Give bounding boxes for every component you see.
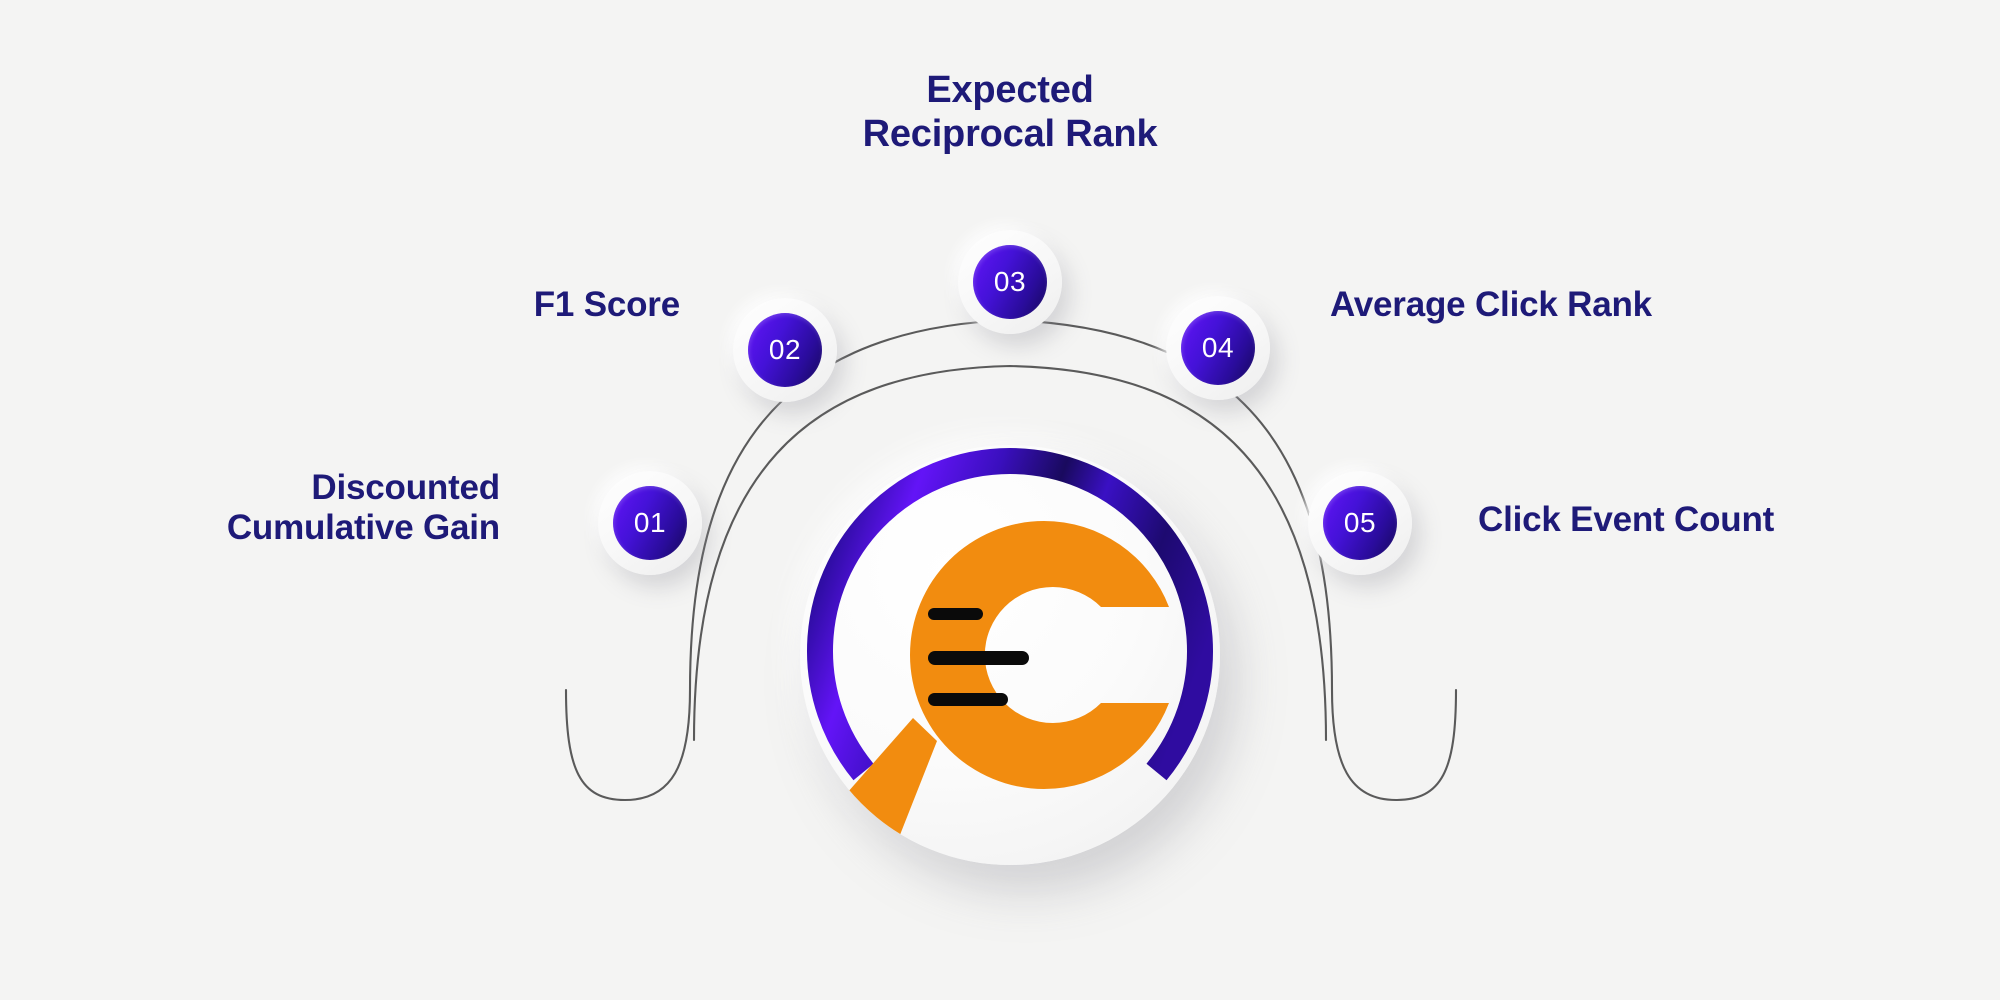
document-text-lines — [928, 608, 1029, 706]
step-label-05: Click Event Count — [1478, 500, 1775, 539]
inner-connector-arc — [692, 364, 1328, 742]
step-badge-01-disc: 01 — [613, 486, 687, 560]
step-badge-03[interactable]: 03 — [958, 230, 1062, 334]
step-badge-01[interactable]: 01 — [598, 471, 702, 575]
step-badge-03-disc: 03 — [973, 245, 1047, 319]
step-badge-05-number: 05 — [1343, 507, 1377, 538]
step-badge-02-number: 02 — [768, 334, 802, 365]
step-badge-04-disc: 04 — [1181, 311, 1255, 385]
step-badge-02[interactable]: 02 — [733, 298, 837, 402]
step-label-04: Average Click Rank — [1330, 285, 1652, 324]
step-label-03: Expected Reciprocal Rank — [862, 69, 1158, 156]
progress-ring-arc — [807, 448, 1213, 781]
step-label-02: F1 Score — [533, 285, 680, 324]
magnifier-glyph — [840, 521, 1169, 845]
center-logo-medallion — [800, 445, 1220, 865]
step-badge-03-number: 03 — [993, 266, 1027, 297]
step-badge-05[interactable]: 05 — [1308, 471, 1412, 575]
search-document-logo-icon — [807, 448, 1213, 845]
step-badge-05-disc: 05 — [1323, 486, 1397, 560]
step-badge-04[interactable]: 04 — [1166, 296, 1270, 400]
step-badge-01-number: 01 — [633, 507, 667, 538]
step-label-01: Discounted Cumulative Gain — [226, 468, 500, 548]
step-badge-04-number: 04 — [1201, 332, 1235, 363]
step-badge-02-disc: 02 — [748, 313, 822, 387]
